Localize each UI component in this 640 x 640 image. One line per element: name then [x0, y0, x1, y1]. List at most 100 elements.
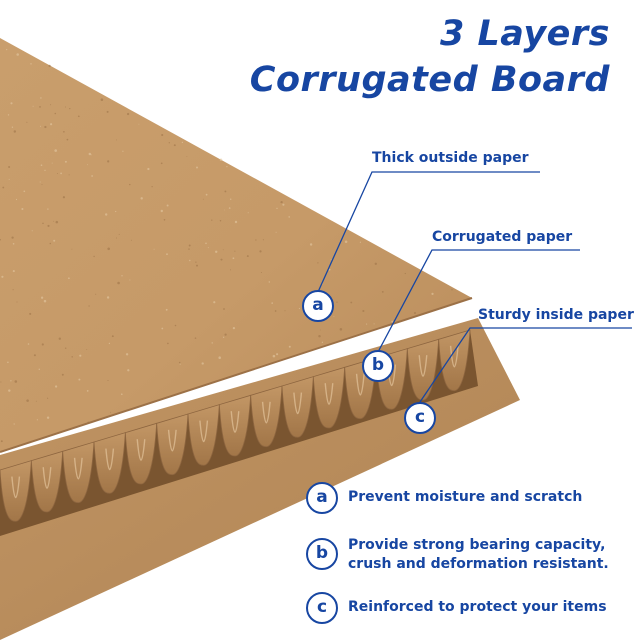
- paper-speckle: [333, 315, 335, 317]
- paper-speckle: [196, 264, 198, 267]
- paper-speckle: [284, 310, 286, 312]
- paper-speckle: [68, 277, 70, 280]
- paper-speckle: [107, 160, 110, 163]
- paper-speckle: [262, 239, 264, 241]
- paper-speckle: [26, 399, 29, 402]
- paper-speckle: [129, 279, 131, 281]
- paper-speckle: [431, 292, 434, 296]
- paper-speckle: [201, 362, 204, 365]
- paper-speckle: [219, 158, 223, 162]
- paper-speckle: [44, 125, 47, 129]
- paper-speckle: [339, 328, 343, 331]
- paper-texture: [0, 49, 453, 443]
- paper-speckle: [0, 238, 1, 241]
- paper-speckle: [413, 311, 417, 315]
- paper-speckle: [120, 393, 123, 396]
- paper-speckle: [207, 247, 209, 249]
- flute-highlight: [355, 373, 365, 396]
- paper-speckle: [108, 342, 111, 345]
- paper-speckle: [218, 356, 221, 359]
- paper-speckle: [21, 207, 24, 211]
- paper-speckle: [44, 169, 46, 172]
- paper-speckle: [374, 262, 377, 265]
- outside-liner: [0, 38, 472, 452]
- flute-highlight: [11, 476, 21, 499]
- paper-speckle: [215, 250, 218, 253]
- paper-speckle: [153, 248, 155, 250]
- paper-speckle: [55, 220, 59, 224]
- paper-speckle: [229, 198, 232, 200]
- paper-speckle: [79, 354, 82, 357]
- paper-speckle: [260, 271, 263, 274]
- paper-speckle: [275, 231, 277, 233]
- paper-speckle: [69, 107, 71, 110]
- paper-speckle: [13, 130, 17, 133]
- paper-speckle: [188, 248, 190, 250]
- paper-speckle: [12, 243, 15, 245]
- paper-speckle: [280, 200, 283, 204]
- paper-speckle: [64, 160, 67, 163]
- feature-badge-b: b: [306, 538, 338, 570]
- paper-speckle: [88, 152, 92, 156]
- paper-speckle: [115, 210, 117, 213]
- leader-line-b: [377, 249, 580, 353]
- paper-speckle: [7, 114, 10, 116]
- paper-speckle: [161, 133, 164, 137]
- paper-speckle: [46, 416, 50, 419]
- paper-speckle: [163, 219, 166, 221]
- paper-speckle: [49, 242, 52, 245]
- paper-speckle: [188, 244, 191, 247]
- paper-speckle: [65, 106, 66, 108]
- paper-speckle: [451, 289, 453, 291]
- paper-speckle: [138, 123, 140, 125]
- paper-speckle: [10, 380, 12, 382]
- paper-speckle: [196, 166, 198, 169]
- paper-speckle: [14, 380, 18, 383]
- flute-ridge: [438, 329, 471, 392]
- paper-speckle: [125, 353, 129, 356]
- paper-speckle: [39, 181, 41, 183]
- leader-line-a: [317, 171, 540, 293]
- paper-speckle: [87, 164, 89, 166]
- flute-highlight: [105, 448, 115, 471]
- callout-badge-b: b: [362, 350, 394, 382]
- feature-item-a: a Prevent moisture and scratch: [306, 482, 626, 516]
- paper-speckle: [32, 105, 34, 107]
- paper-speckle: [322, 283, 324, 285]
- paper-speckle: [35, 400, 37, 402]
- paper-speckle: [15, 198, 18, 201]
- paper-speckle: [178, 361, 181, 364]
- leader-line-c: [419, 327, 632, 403]
- paper-speckle: [179, 363, 181, 365]
- paper-speckle: [226, 165, 228, 168]
- paper-speckle: [116, 237, 117, 239]
- flute-highlight: [418, 355, 428, 377]
- feature-item-c: c Reinforced to protect your items: [306, 592, 626, 626]
- paper-speckle: [220, 258, 223, 261]
- paper-speckle: [107, 247, 110, 251]
- paper-speckle: [161, 327, 164, 330]
- paper-speckle: [110, 411, 111, 413]
- paper-speckle: [29, 312, 32, 315]
- paper-speckle: [16, 301, 18, 303]
- paper-speckle: [271, 302, 273, 304]
- paper-speckle: [330, 259, 332, 261]
- paper-speckle: [41, 184, 43, 186]
- flute-ridge: [281, 376, 314, 438]
- paper-speckle: [47, 397, 49, 399]
- feature-text-c: Reinforced to protect your items: [348, 598, 607, 617]
- paper-speckle: [336, 301, 338, 303]
- paper-speckle: [366, 323, 368, 325]
- paper-speckle: [7, 361, 9, 364]
- paper-speckle: [362, 309, 365, 313]
- paper-speckle: [211, 219, 213, 221]
- feature-item-b: b Provide strong bearing capacity, crush…: [306, 534, 626, 578]
- paper-speckle: [13, 423, 15, 425]
- paper-speckle: [202, 198, 204, 200]
- paper-speckle: [391, 320, 394, 323]
- paper-speckle: [63, 130, 65, 133]
- feature-text-line: crush and deformation resistant.: [348, 556, 609, 572]
- paper-speckle: [107, 379, 109, 382]
- paper-speckle: [88, 305, 90, 307]
- paper-speckle: [27, 343, 30, 345]
